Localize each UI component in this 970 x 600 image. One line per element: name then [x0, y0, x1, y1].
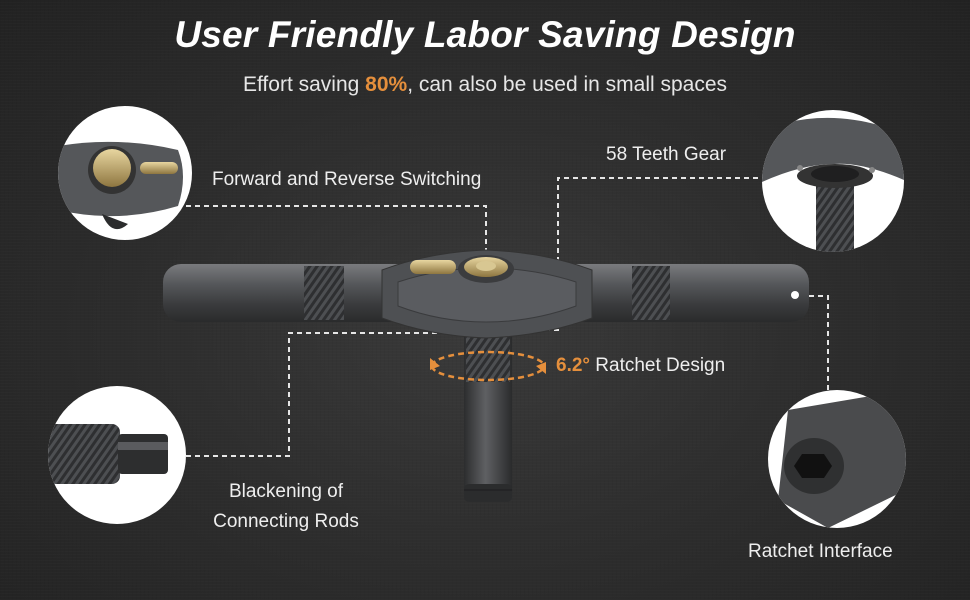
- vertical-shaft: [464, 330, 512, 502]
- label-forward-reverse: Forward and Reverse Switching: [212, 169, 482, 190]
- detail-circle-switch: [58, 106, 192, 240]
- label-teeth-gear: 58 Teeth Gear: [606, 144, 727, 165]
- detail-circle-connecting-rod: [48, 386, 186, 524]
- ratchet-design-text: Ratchet Design: [590, 355, 726, 376]
- detail-circle-interface: [768, 390, 906, 528]
- ratchet-handle-bar: [163, 249, 809, 339]
- label-ratchet-design: 6.2° Ratchet Design: [556, 355, 725, 377]
- detail-circle-gear: [762, 110, 904, 252]
- leader-blackening: [186, 332, 466, 457]
- page-title: User Friendly Labor Saving Design: [174, 14, 796, 55]
- leader-ratchet-interface: [800, 295, 829, 396]
- subtitle-accent: 80%: [365, 73, 408, 96]
- label-blackening: Blackening of Connecting Rods: [196, 477, 376, 537]
- page-subtitle: Effort saving 80%, can also be used in s…: [0, 73, 970, 97]
- leader-forward-reverse: [186, 205, 487, 252]
- ratchet-angle-value: 6.2°: [556, 355, 591, 376]
- blackening-line-1: Blackening of: [228, 481, 344, 502]
- label-ratchet-interface: Ratchet Interface: [748, 541, 893, 562]
- subtitle-text-end: , can also be used in small spaces: [407, 73, 728, 96]
- rotation-arrows-icon: [430, 350, 546, 382]
- subtitle-text-start: Effort saving: [242, 73, 366, 96]
- blackening-line-2: Connecting Rods: [213, 511, 359, 532]
